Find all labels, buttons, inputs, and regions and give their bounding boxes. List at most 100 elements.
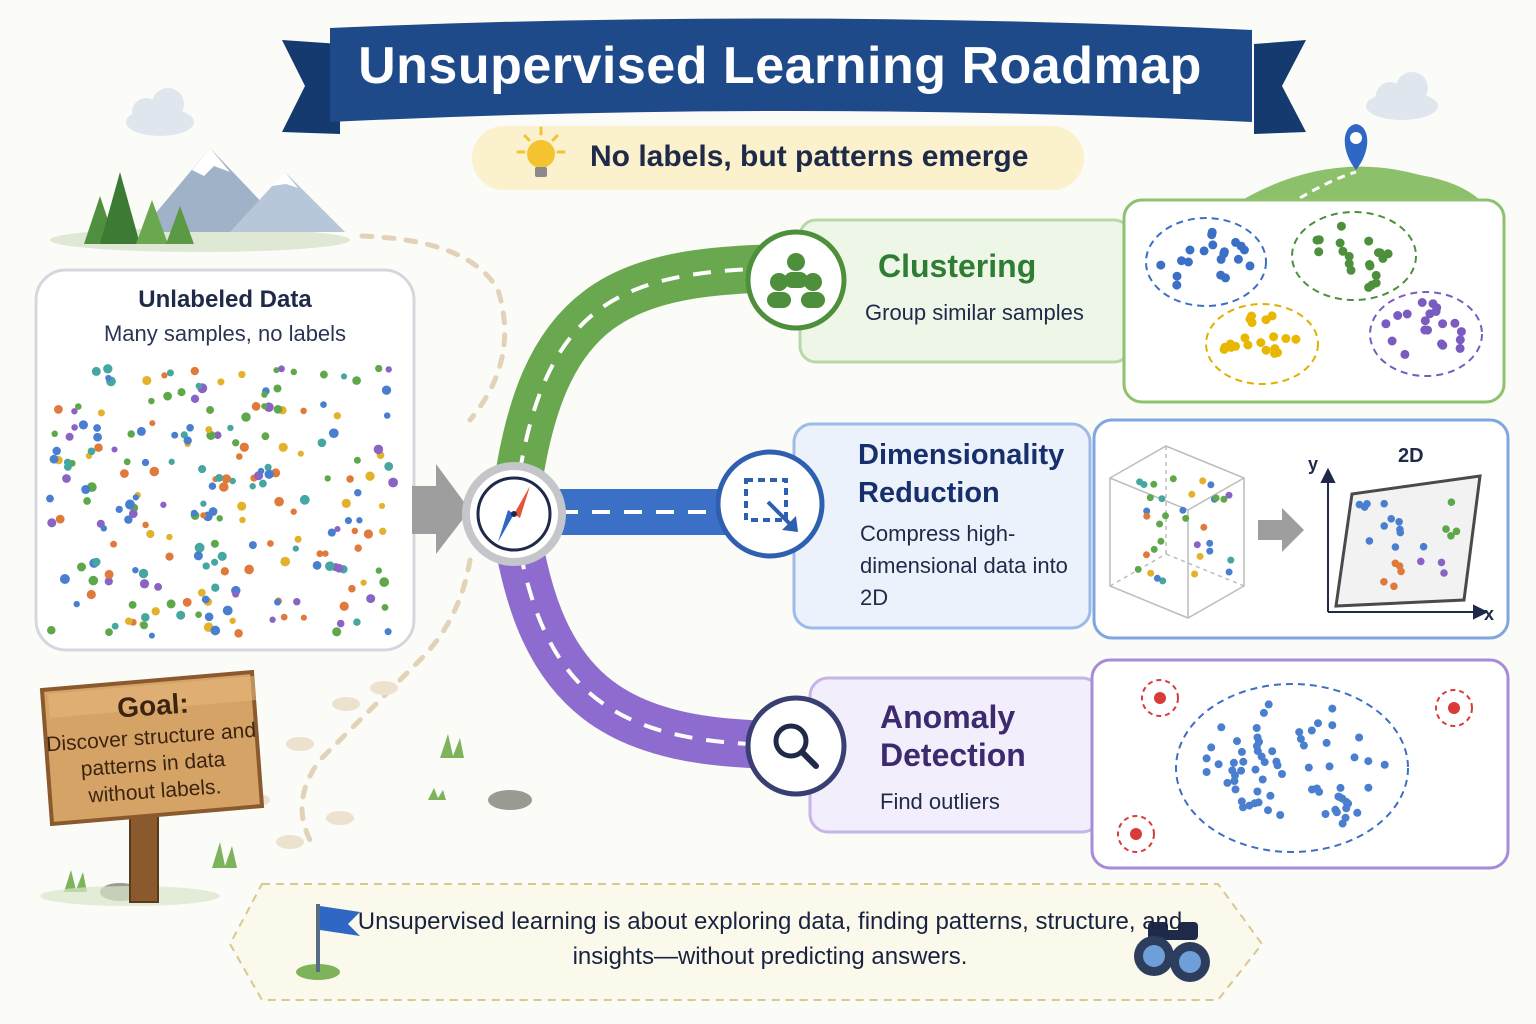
cluster-point: [1438, 319, 1448, 329]
plane-point: [1390, 582, 1398, 591]
cluster-point: [1420, 316, 1430, 326]
data-point: [205, 426, 213, 434]
data-point: [52, 446, 61, 456]
data-point: [195, 611, 202, 619]
cluster-point: [1336, 221, 1346, 231]
data-point: [213, 431, 222, 440]
cluster-point: [1269, 332, 1279, 342]
cube-point: [1169, 475, 1177, 483]
cluster-point: [1417, 298, 1427, 307]
data-point: [365, 471, 375, 481]
cluster-point: [1402, 309, 1412, 319]
cluster-point: [1219, 247, 1229, 257]
data-point: [91, 366, 101, 376]
data-point: [78, 420, 88, 430]
title-banner: [282, 18, 1306, 134]
cluster-point: [1177, 256, 1186, 266]
cube-point: [1146, 494, 1154, 502]
normal-point: [1258, 775, 1267, 784]
data-point: [297, 450, 304, 457]
cube-point: [1207, 481, 1215, 489]
data-point: [148, 632, 155, 639]
cluster-point: [1312, 235, 1322, 245]
data-point: [280, 613, 288, 621]
normal-point: [1214, 760, 1223, 769]
data-point: [177, 388, 186, 397]
data-point: [211, 583, 220, 592]
data-point: [182, 597, 192, 607]
data-point: [353, 456, 361, 464]
projection-plane: [1334, 474, 1482, 608]
normal-region: [1175, 683, 1409, 853]
normal-point: [1264, 806, 1272, 815]
data-point: [217, 378, 225, 386]
normal-point: [1353, 808, 1362, 817]
data-point: [103, 364, 113, 374]
data-point: [183, 436, 192, 445]
plane-point: [1380, 522, 1388, 530]
data-point: [105, 628, 113, 636]
data-point: [278, 365, 285, 373]
people-group-icon: [745, 229, 847, 331]
data-point: [171, 431, 179, 439]
data-point: [202, 562, 210, 570]
normal-point: [1322, 738, 1331, 747]
cube-point: [1200, 523, 1208, 531]
cube-point: [1162, 512, 1169, 520]
data-point: [328, 428, 339, 439]
data-point: [200, 500, 207, 507]
data-point: [194, 542, 205, 553]
cube-point: [1159, 577, 1167, 585]
data-point: [248, 541, 257, 550]
cluster-point: [1364, 236, 1374, 246]
cube-point: [1140, 481, 1148, 488]
cube-point: [1143, 507, 1151, 515]
cube-scatter: [1134, 475, 1235, 585]
data-point: [341, 498, 351, 508]
data-point: [132, 566, 139, 574]
plane-point: [1440, 569, 1448, 577]
data-point: [151, 607, 160, 616]
cube-point: [1225, 491, 1233, 499]
clustering-card: [798, 218, 1132, 364]
data-point: [381, 603, 389, 611]
cluster-point: [1456, 327, 1466, 337]
outlier-points: [1117, 679, 1473, 853]
data-point: [292, 545, 299, 552]
data-point: [163, 391, 172, 401]
data-point: [195, 382, 203, 390]
normal-point: [1207, 743, 1216, 752]
plane-point: [1419, 542, 1428, 551]
plane-point: [1391, 543, 1400, 551]
data-point: [278, 442, 288, 452]
cube-point: [1227, 556, 1235, 564]
data-point: [166, 599, 176, 609]
data-point: [363, 529, 373, 539]
data-point: [316, 550, 324, 558]
data-point: [190, 366, 199, 376]
xy-axes: [1320, 467, 1489, 620]
footer-text: Unsupervised learning is about exploring…: [357, 908, 1183, 970]
data-point: [300, 614, 307, 621]
data-point: [264, 469, 274, 479]
data-point: [51, 430, 58, 438]
data-point: [373, 444, 384, 455]
normal-point: [1325, 762, 1334, 771]
data-point: [354, 488, 362, 497]
data-point: [333, 412, 341, 420]
data-point: [63, 458, 72, 466]
data-point: [165, 552, 174, 561]
data-point: [324, 475, 331, 482]
data-point: [132, 494, 139, 501]
data-panel-title: Unlabeled Data: [138, 286, 312, 313]
data-point: [139, 579, 150, 589]
data-point: [340, 373, 348, 380]
data-point: [244, 564, 254, 575]
data-point: [142, 375, 152, 386]
normal-point: [1253, 747, 1262, 756]
data-point: [290, 368, 298, 376]
cube-point: [1158, 495, 1166, 503]
data-point: [334, 563, 344, 573]
normal-point: [1260, 758, 1269, 767]
